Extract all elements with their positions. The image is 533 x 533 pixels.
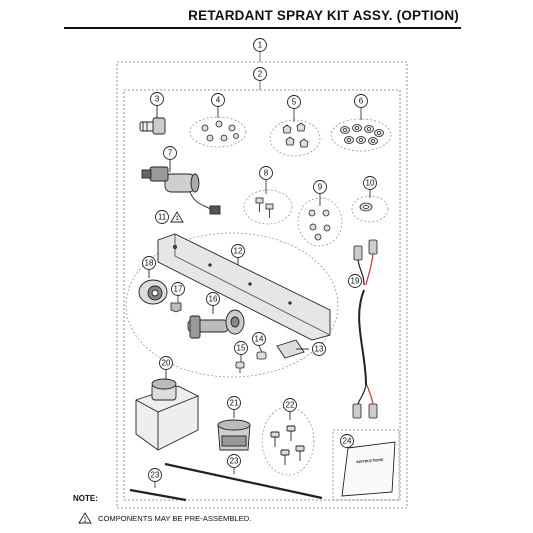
warning-triangle-icon (170, 211, 184, 223)
instructions-frame (332, 429, 400, 501)
callout-17 (171, 282, 185, 296)
callout-8 (259, 166, 273, 180)
note-label: NOTE: (73, 494, 98, 503)
callout-15 (234, 341, 248, 355)
group-ellipse-8 (243, 189, 293, 225)
callout-23a (227, 454, 241, 468)
rod-part-icon (129, 462, 323, 502)
bracket-part-icon (157, 233, 331, 341)
clip-set-icon (282, 108, 309, 148)
washer-set-icon (340, 108, 384, 145)
callout-14 (252, 332, 266, 346)
pump-part-icon (141, 160, 221, 215)
page-title: RETARDANT SPRAY KIT ASSY. (OPTION) (188, 8, 459, 23)
group-ellipse-11 (125, 232, 339, 378)
tank-part-icon (135, 370, 199, 451)
group-ellipse-9 (297, 197, 343, 247)
callout-24 (340, 434, 354, 448)
callout-1 (253, 38, 267, 52)
callout-12-label: 12 (234, 247, 243, 256)
nozzle-part-icon (138, 270, 168, 305)
callout-13 (312, 342, 326, 356)
callout-3-label: 3 (155, 95, 160, 104)
callout-3 (150, 92, 164, 106)
callout-11 (155, 210, 169, 224)
callout-21 (227, 396, 241, 410)
callout-5 (287, 95, 301, 109)
callout-4-label: 4 (216, 96, 221, 105)
callout-4 (211, 93, 225, 107)
callout-6-label: 6 (359, 97, 364, 106)
callout-19-label: 19 (351, 277, 360, 286)
screw-part-icon (235, 355, 245, 373)
callout-2-label: 2 (258, 70, 263, 79)
group-ellipse-4 (189, 116, 247, 148)
callout-16 (206, 292, 220, 306)
nut-set-icon (201, 106, 239, 142)
plate-part-icon (276, 339, 309, 359)
callout-22 (283, 398, 297, 412)
callout-24-label: 24 (343, 437, 352, 446)
callout-14-label: 14 (255, 335, 264, 344)
grommet-part-icon (359, 190, 373, 212)
bolt-set-icon (255, 180, 274, 218)
title-rule (64, 27, 461, 29)
callout-numbers: 1 2 3 4 5 6 7 8 9 10 11 12 13 14 15 16 1… (145, 41, 375, 480)
group-ellipse-22 (261, 406, 315, 476)
kit-frame-inner (123, 89, 401, 501)
callout-23b (148, 468, 162, 482)
callout-20-label: 20 (162, 359, 171, 368)
callout-2 (253, 67, 267, 81)
callout-6 (354, 94, 368, 108)
instructions-booklet-icon: INSTRUCTIONS (341, 441, 396, 497)
callout-1-label: 1 (258, 41, 263, 50)
callout-7 (163, 146, 177, 160)
callout-23a-label: 23 (230, 457, 239, 466)
callout-9 (313, 180, 327, 194)
callout-23b-label: 23 (151, 471, 160, 480)
callout-17-label: 17 (174, 285, 183, 294)
callout-15-label: 15 (237, 344, 246, 353)
valve-part-icon (187, 306, 245, 339)
callout-10-label: 10 (366, 179, 375, 188)
callout-16-label: 16 (209, 295, 218, 304)
note-warning-number: 1 (83, 518, 87, 524)
callout-18-label: 18 (145, 259, 154, 268)
group-ellipse-6 (330, 118, 392, 152)
hose-barb-icon (256, 345, 267, 360)
instructions-label: INSTRUCTIONS (356, 458, 384, 464)
fitting-part-icon (139, 106, 166, 135)
callout-5-label: 5 (292, 98, 297, 107)
canister-part-icon (217, 410, 251, 451)
svg-text:1: 1 (175, 216, 179, 222)
callout-7-label: 7 (168, 149, 173, 158)
callout-13-label: 13 (315, 345, 324, 354)
wire-harness-icon (352, 239, 378, 419)
group-ellipse-5 (269, 119, 321, 157)
fastener-set-icon (308, 194, 331, 241)
callout-18 (142, 256, 156, 270)
note-warning-icon: 1 (78, 512, 92, 524)
callout-21-label: 21 (230, 399, 239, 408)
note-item: 1 COMPONENTS MAY BE PRE-ASSEMBLED. (78, 512, 251, 524)
callout-19 (348, 274, 362, 288)
clip-part-icon (170, 296, 182, 313)
screw-set-icon (270, 412, 305, 465)
callout-11-label: 11 (158, 213, 167, 222)
callout-10 (363, 176, 377, 190)
callout-markers (142, 38, 377, 482)
callout-8-label: 8 (264, 169, 269, 178)
kit-frame-outer (116, 61, 408, 509)
callout-12 (231, 244, 245, 258)
note-text: COMPONENTS MAY BE PRE-ASSEMBLED. (98, 513, 252, 523)
callout-20 (159, 356, 173, 370)
callout-22-label: 22 (286, 401, 295, 410)
callout-9-label: 9 (318, 183, 323, 192)
